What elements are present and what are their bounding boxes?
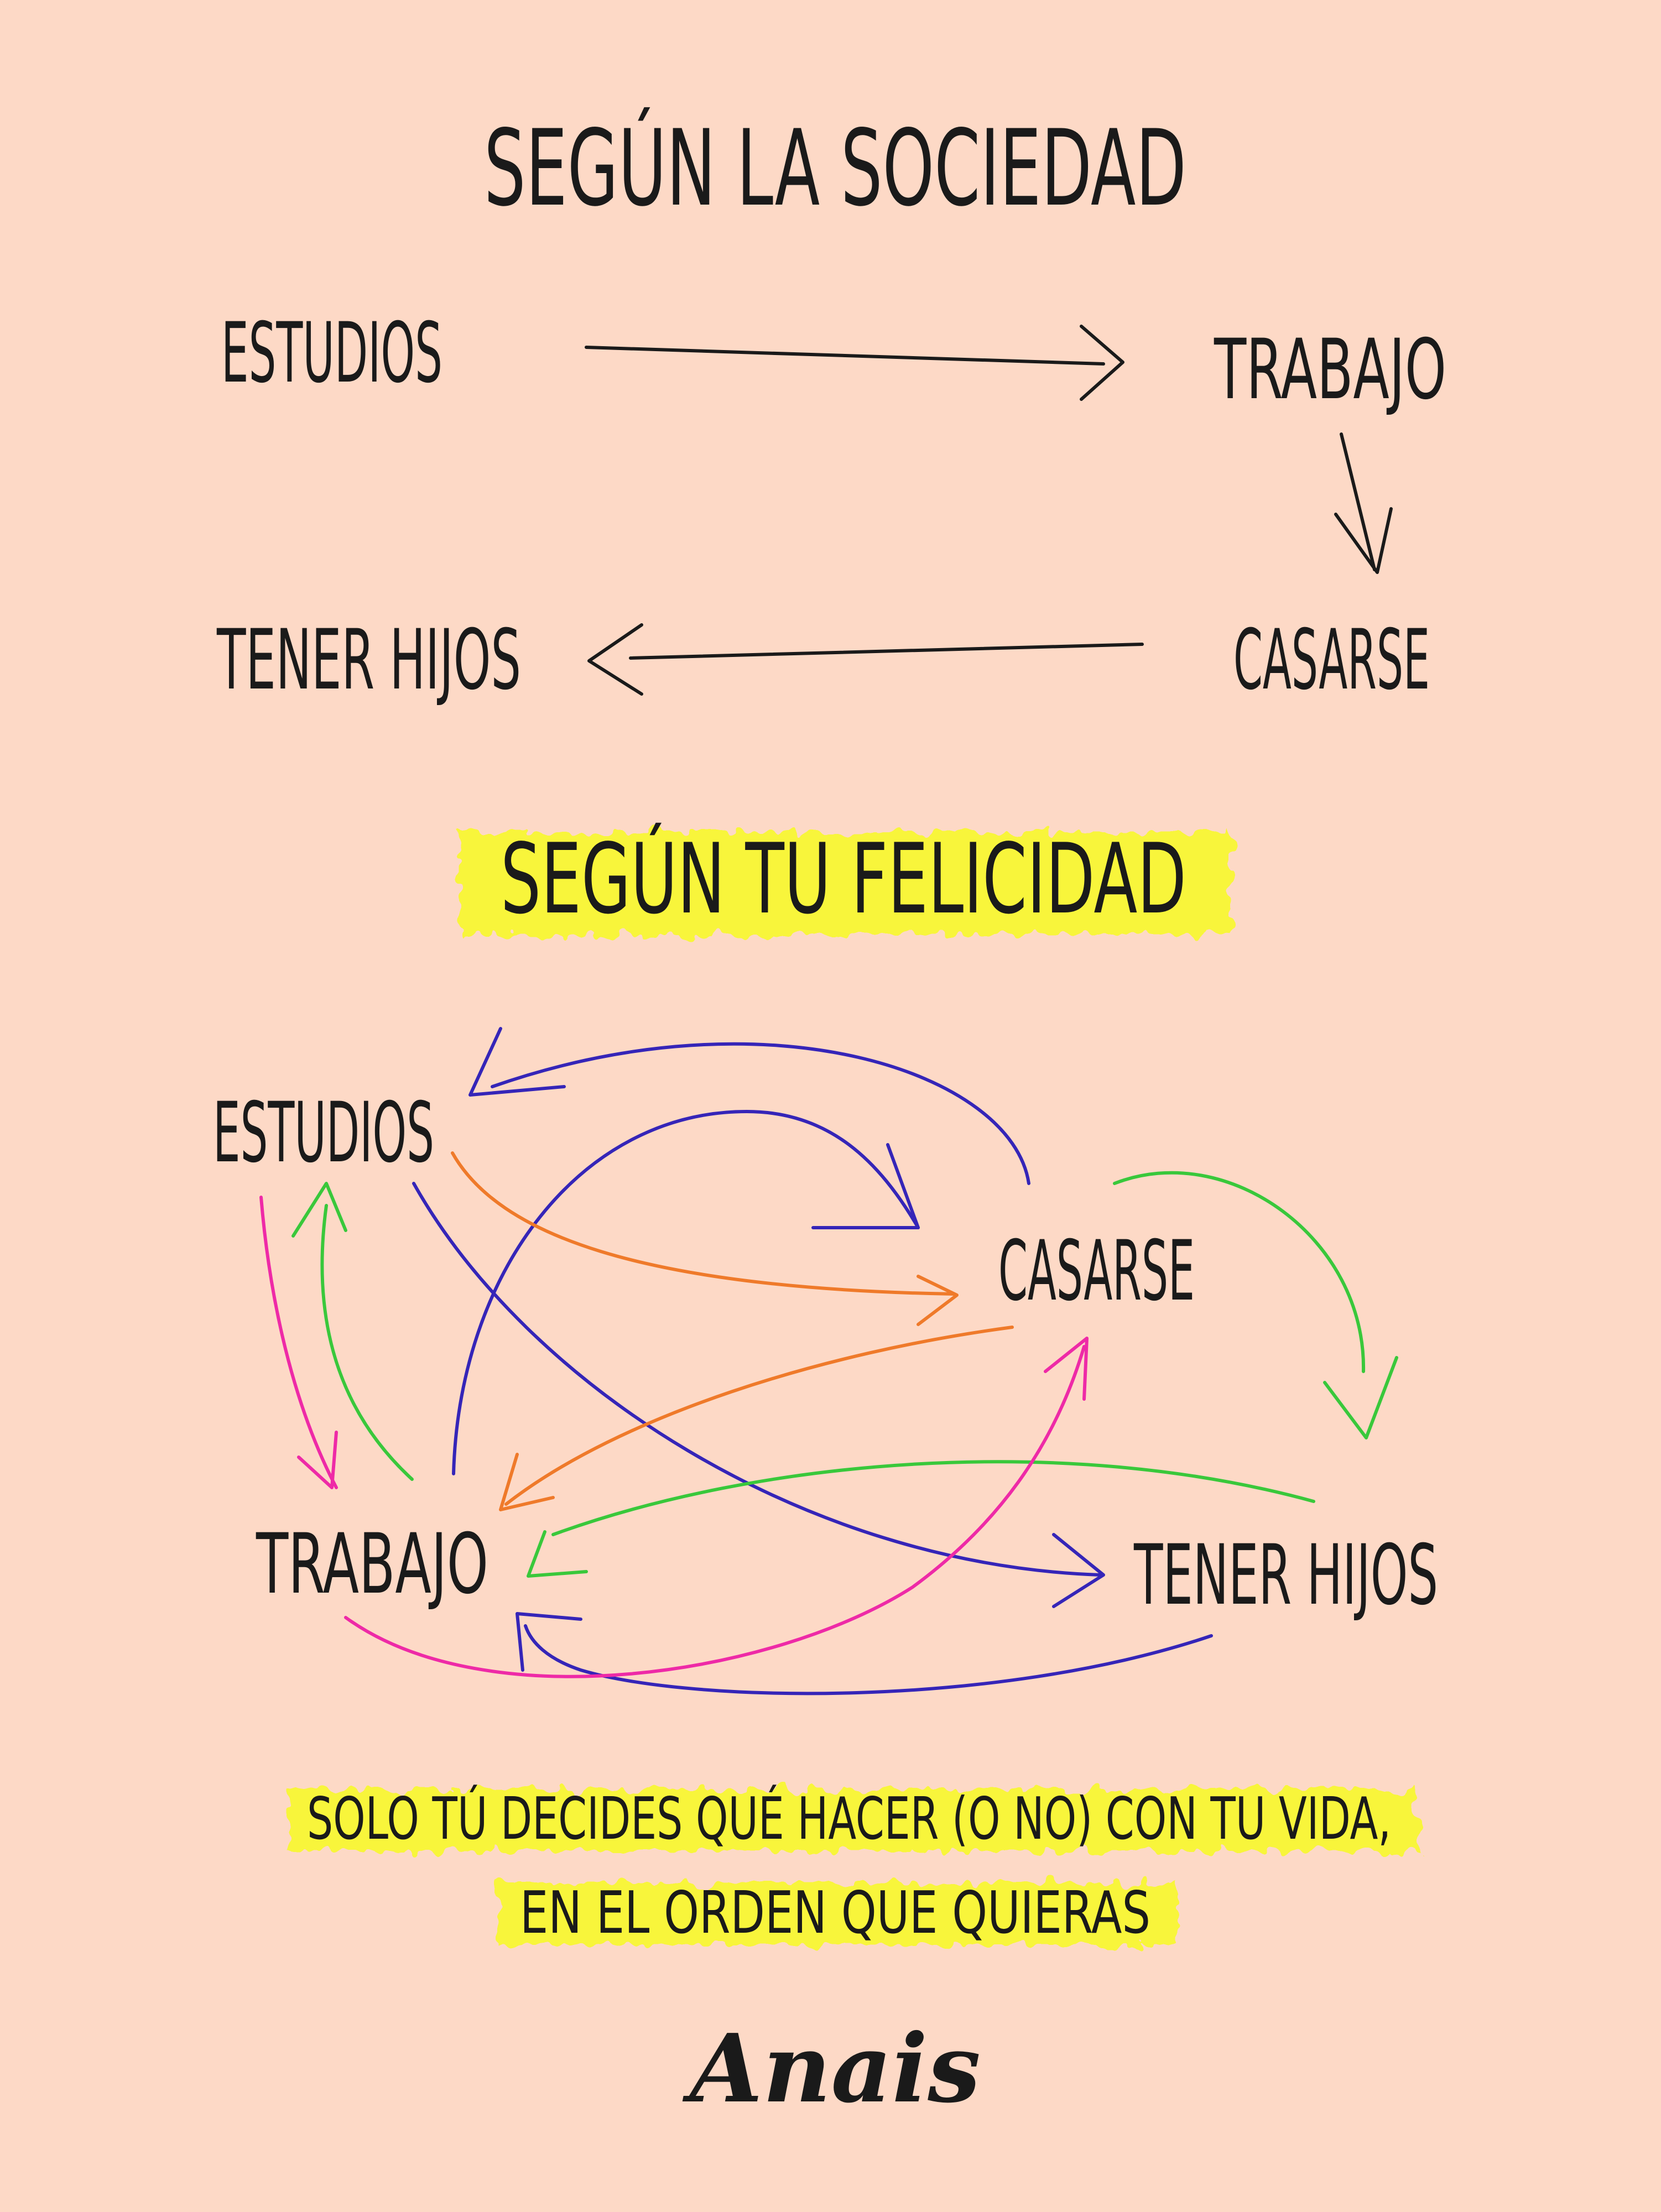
happiness-estudios-label: ESTUDIOS — [213, 1085, 434, 1181]
happiness-title: SEGÚN TU FELICIDAD — [501, 822, 1186, 936]
arrow-trabajo-to-casarse-pink — [344, 1337, 1089, 1678]
arrow-estudios-to-trabajo — [259, 1196, 338, 1489]
message-line-2: EN EL ORDEN QUE QUIERAS — [520, 1879, 1150, 1947]
message-highlight — [288, 1789, 1419, 1945]
arrow-estudios-to-trabajo — [585, 325, 1124, 401]
arrow-casarse-to-tener-hijos — [1113, 1171, 1398, 1439]
arrow-trabajo-to-casarse — [452, 1110, 920, 1475]
society-casarse-label: CASARSE — [1233, 612, 1430, 708]
happiness-tener-hijos-label: TENER HIJOS — [1133, 1527, 1438, 1624]
society-estudios-label: ESTUDIOS — [221, 305, 442, 401]
arrow-casarse-to-tener-hijos — [587, 623, 1144, 696]
arrow-estudios-to-tener-hijos — [412, 1182, 1105, 1608]
happiness-title-highlight — [459, 832, 1231, 935]
happiness-trabajo-label: TRABAJO — [256, 1516, 488, 1613]
society-trabajo-label: TRABAJO — [1214, 322, 1446, 418]
message-line-1: SOLO TÚ DECIDES QUÉ HACER (O NO) CON TU … — [307, 1785, 1391, 1853]
arrow-tener-hijos-to-trabajo-green — [527, 1460, 1315, 1578]
society-arrows — [585, 325, 1393, 696]
arrow-tener-hijos-to-trabajo — [516, 1612, 1213, 1695]
arrow-estudios-to-casarse — [451, 1151, 959, 1326]
happiness-arrows — [259, 1027, 1398, 1695]
arrow-trabajo-to-estudios — [291, 1182, 414, 1481]
arrow-casarse-to-trabajo — [499, 1326, 1014, 1511]
signature: Anais — [682, 2013, 981, 2124]
society-tener-hijos-label: TENER HIJOS — [216, 612, 521, 708]
arrow-casarse-to-estudios — [468, 1027, 1030, 1185]
arrow-trabajo-to-casarse — [1334, 432, 1393, 574]
happiness-casarse-label: CASARSE — [998, 1223, 1195, 1319]
society-title: SEGÚN LA SOCIEDAD — [484, 107, 1186, 229]
